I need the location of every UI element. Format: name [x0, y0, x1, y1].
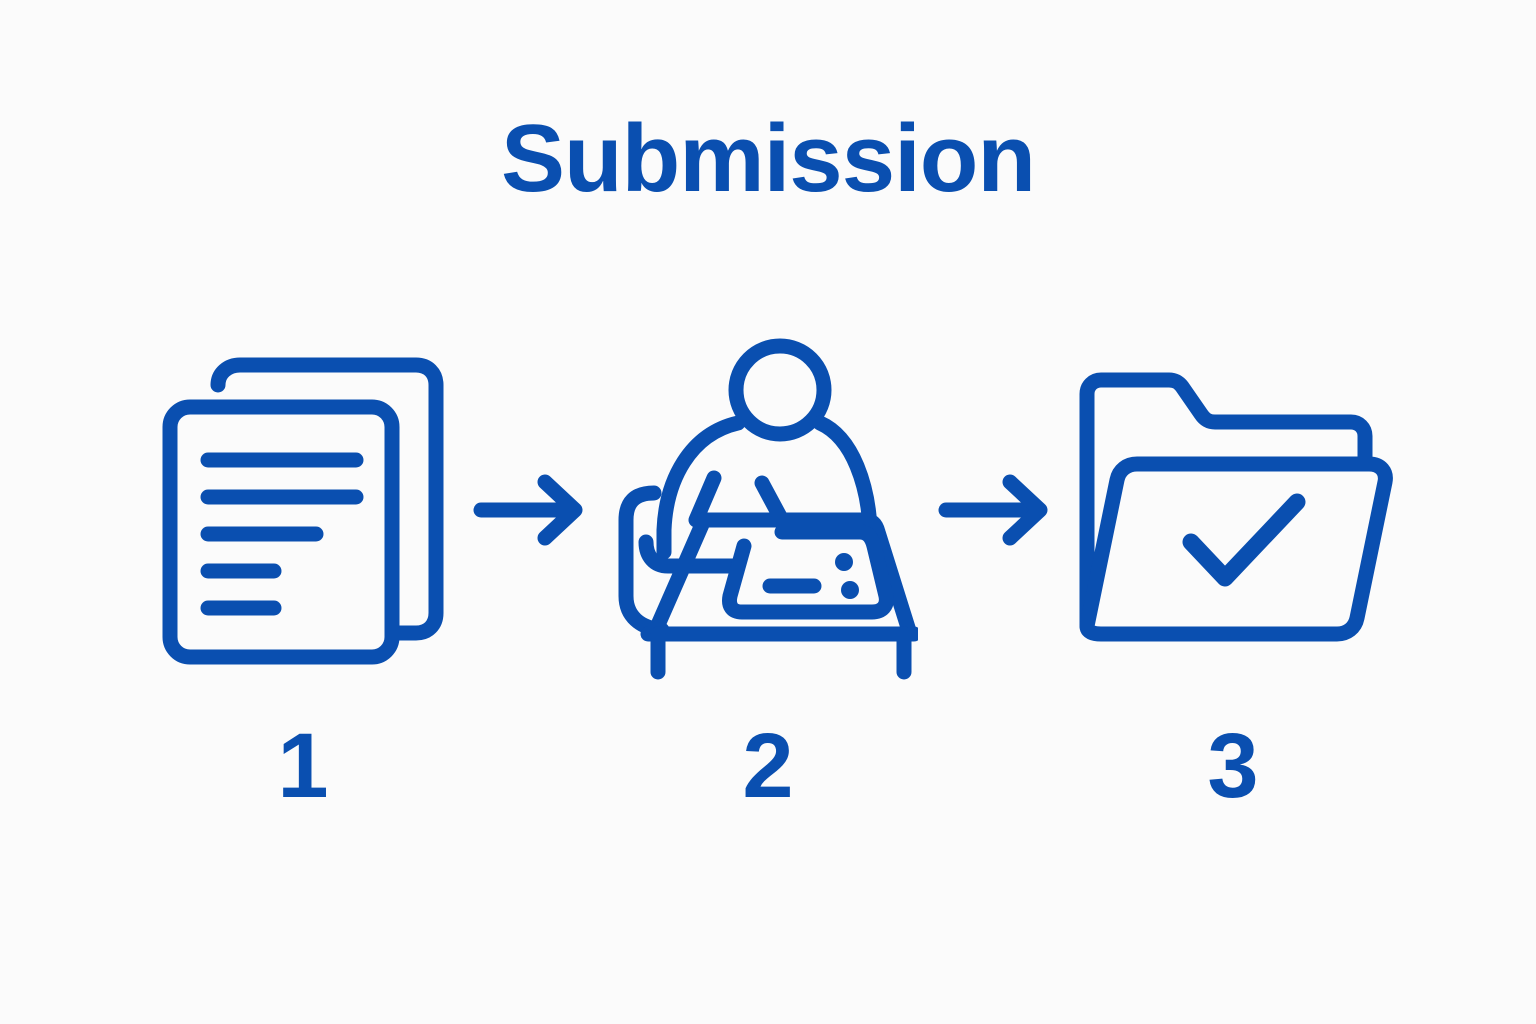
step-2-number: 2: [742, 715, 794, 817]
connector-2: [918, 330, 1083, 690]
connector-1: [453, 330, 618, 690]
folder-check-icon: [1079, 372, 1393, 642]
step-2-icon-wrap: [618, 330, 918, 690]
step-3: 3: [1079, 330, 1393, 817]
page-title: Submission: [500, 105, 1036, 212]
step-1-number: 1: [277, 715, 329, 817]
step-2: 2: [618, 330, 918, 812]
step-1-icon-wrap: [158, 330, 448, 690]
arrow-right-icon: [938, 474, 1047, 546]
step-3-icon-wrap: [1073, 330, 1393, 690]
step-1: 1: [153, 330, 453, 812]
step-3-number: 3: [1207, 715, 1259, 817]
person-at-desk-icon: [618, 338, 918, 679]
documents-icon: [162, 357, 444, 665]
arrow-right-icon: [473, 474, 582, 546]
process-flow: 1: [0, 330, 1536, 850]
